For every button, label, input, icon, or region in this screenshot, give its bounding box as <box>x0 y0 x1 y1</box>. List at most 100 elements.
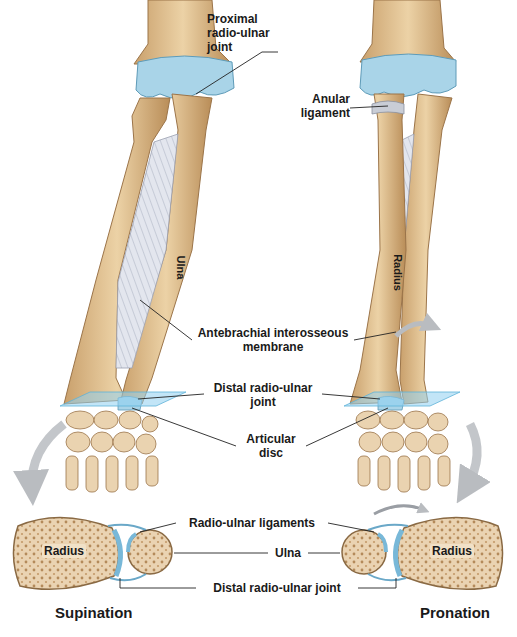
pronated-forearm <box>382 432 404 452</box>
supinated-forearm <box>113 432 135 452</box>
ligament-label-holder: Anular ligament <box>286 92 350 120</box>
pronated-forearm <box>398 456 410 492</box>
supinated-forearm <box>119 411 141 429</box>
supinated-forearm <box>146 456 158 486</box>
pronation-cross-section <box>342 530 386 574</box>
bone-label-holder: Ulna <box>175 255 188 279</box>
pronated-forearm <box>405 432 427 452</box>
leader-line <box>140 300 192 340</box>
leader-line <box>140 523 176 532</box>
pronation-cross-section <box>395 530 402 576</box>
supinated-forearm <box>136 56 234 99</box>
ligament-label: Anular ligament <box>286 92 350 120</box>
joint-label: Distal radio-ulnar joint <box>203 381 323 409</box>
supinated-forearm <box>60 392 186 406</box>
leader-line <box>132 408 236 446</box>
pronation-cross-section <box>342 517 503 589</box>
supination-cross-section <box>13 517 118 589</box>
supinated-forearm <box>116 134 178 368</box>
ligament-label-holder: Radio-ulnar ligaments <box>172 516 332 530</box>
supinated-forearm <box>126 456 138 490</box>
joint-label-holder: Proximal radio-ulnar joint <box>207 12 291 54</box>
bone-label-holder: Radius <box>391 254 404 291</box>
ligament-label: Radio-ulnar ligaments <box>172 516 332 530</box>
leader-line <box>358 578 396 588</box>
supinated-forearm <box>60 0 234 492</box>
supinated-forearm <box>66 432 90 452</box>
supination-cross-section <box>110 574 146 580</box>
leader-line <box>322 394 380 399</box>
supination-cross-section <box>114 530 121 576</box>
leader-line <box>350 106 388 108</box>
supinated-forearm <box>66 456 78 490</box>
pronated-forearm <box>378 456 390 490</box>
supination-cross-section <box>108 525 146 530</box>
supinated-forearm <box>106 456 118 492</box>
bone-label-holder: Radius <box>430 544 474 558</box>
disc-label-holder: Articular disc <box>238 432 304 460</box>
bone-label-holder: Ulna <box>275 546 301 560</box>
view-title: Supination <box>55 604 133 621</box>
bone-label: Radius <box>391 254 404 291</box>
leader-line <box>308 553 340 554</box>
pronated-forearm <box>438 456 450 486</box>
bone-label-holder: Radius <box>42 544 86 558</box>
pronated-forearm <box>418 456 430 490</box>
membrane-label: Antebrachial interosseous membrane <box>193 326 353 354</box>
leader-line <box>138 394 204 399</box>
pronated-forearm <box>380 411 404 429</box>
supinated-forearm <box>66 411 94 429</box>
view-arrow <box>32 424 477 488</box>
joint-label-holder: Distal radio-ulnar joint <box>192 581 362 595</box>
view-arrow <box>32 424 64 488</box>
pronation-cross-section <box>368 525 408 530</box>
supination-cross-section <box>13 517 172 589</box>
leader-line <box>120 52 396 588</box>
pronated-forearm <box>360 0 456 62</box>
leader-line <box>120 578 196 588</box>
bone-label: Radius <box>42 544 86 558</box>
pronated-forearm <box>358 456 370 486</box>
pronated-forearm <box>356 411 450 492</box>
supinated-forearm <box>86 456 98 492</box>
supinated-forearm <box>142 416 158 432</box>
disc-label: Articular disc <box>238 432 304 460</box>
view-title-holder: Supination <box>55 604 133 621</box>
bone-label: Ulna <box>175 255 188 279</box>
supinated-forearm <box>94 411 118 429</box>
leader-line <box>174 553 268 554</box>
pronated-forearm <box>428 434 448 454</box>
pronated-forearm <box>350 94 406 404</box>
view-title-holder: Pronation <box>420 604 490 621</box>
pronated-forearm <box>359 432 381 452</box>
pronation-cross-section <box>397 517 502 589</box>
supinated-forearm <box>136 434 156 454</box>
pronated-forearm <box>404 411 428 429</box>
bone-label: Ulna <box>275 546 301 560</box>
pronation-cross-section <box>368 574 406 580</box>
pronation-cross-section <box>378 534 386 552</box>
supinated-forearm <box>66 411 158 492</box>
leader-line <box>354 332 396 340</box>
rotation-arrow <box>374 506 424 514</box>
view-title: Pronation <box>420 604 490 621</box>
pronated-forearm <box>344 392 460 406</box>
bone-label: Radius <box>430 544 474 558</box>
leader-line <box>328 523 374 532</box>
pronated-forearm <box>396 324 432 336</box>
pronated-forearm <box>360 54 456 97</box>
leader-line <box>306 408 388 446</box>
leader-line <box>196 52 278 94</box>
joint-label-holder: Distal radio-ulnar joint <box>203 381 323 409</box>
pronated-forearm <box>372 101 404 114</box>
joint-label: Distal radio-ulnar joint <box>192 581 362 595</box>
pronated-forearm <box>344 0 460 492</box>
pronated-forearm <box>428 413 448 431</box>
supination-cross-section <box>128 534 136 552</box>
supinated-forearm <box>91 432 113 452</box>
supination-cross-section <box>128 530 172 574</box>
joint-label: Proximal radio-ulnar joint <box>207 12 291 54</box>
view-arrow <box>466 424 477 488</box>
